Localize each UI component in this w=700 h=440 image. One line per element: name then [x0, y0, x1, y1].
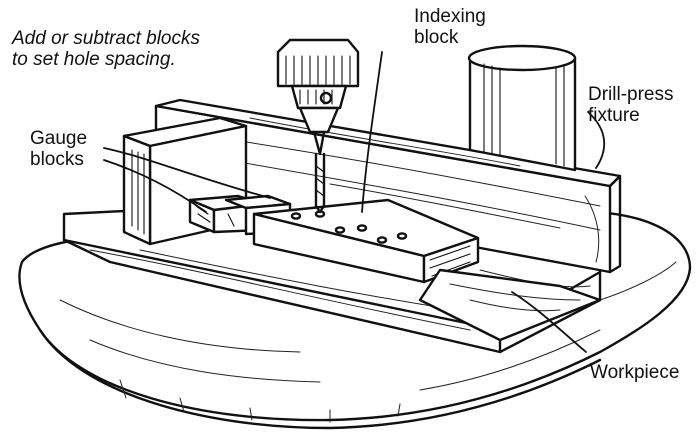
hole-1: [290, 212, 302, 220]
fixture-leader: [587, 111, 606, 169]
instruction-line-2: to set hole spacing.: [12, 49, 176, 70]
workpiece-label: Workpiece: [590, 362, 679, 383]
hole-6: [396, 232, 408, 240]
gauge-blocks-leader-lower: [103, 159, 207, 213]
indexing-label-line-2: block: [414, 27, 459, 48]
gauge-label-line-2: blocks: [30, 149, 84, 170]
fixture-label: Drill-press fixture: [588, 84, 674, 126]
hole-3: [334, 226, 346, 234]
fixture-label-line-2: fixture: [588, 105, 640, 126]
drill-bit: [314, 152, 326, 214]
chuck-key-hole: [319, 91, 333, 105]
workpiece-label-text: Workpiece: [590, 362, 680, 383]
workpiece-leader: [511, 291, 587, 353]
indexing-block: [252, 198, 480, 284]
fixture-label-line-1: Drill-press: [588, 84, 674, 105]
indexing-block-label: Indexing block: [414, 6, 486, 48]
instruction-caption: Add or subtract blocks to set hole spaci…: [12, 28, 200, 70]
drill-chuck: [276, 38, 360, 214]
gauge-label-line-1: Gauge: [30, 128, 88, 149]
gauge-blocks-label: Gauge blocks: [30, 128, 87, 170]
hole-4: [356, 224, 368, 232]
gauge-blocks-leader-upper: [103, 147, 271, 199]
drill-press-column: [467, 44, 577, 172]
indexing-label-line-1: Indexing: [414, 6, 486, 27]
hole-5: [376, 236, 388, 244]
instruction-line-1: Add or subtract blocks: [12, 28, 200, 49]
indexing-block-leader: [361, 51, 383, 213]
leader-lines: [103, 51, 606, 353]
